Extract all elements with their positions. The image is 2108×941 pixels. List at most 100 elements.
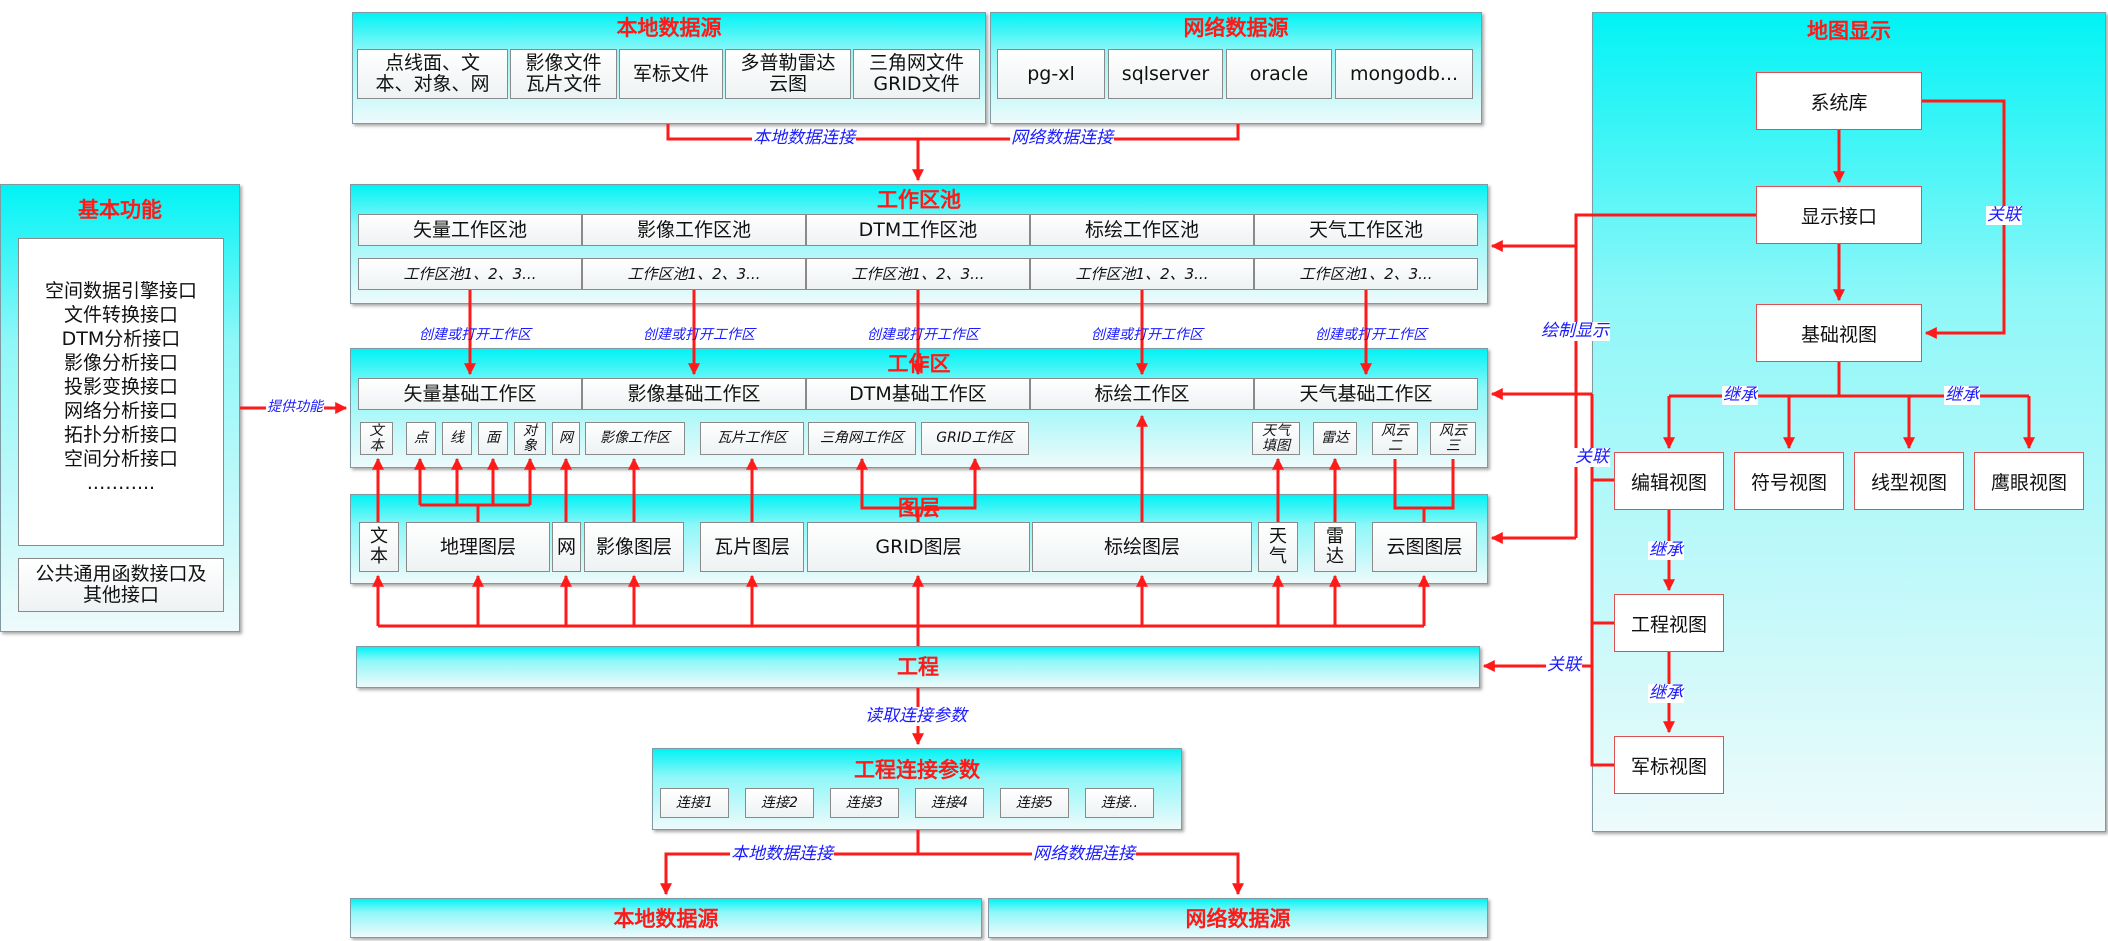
- workspace-pool-title: 工作区池: [877, 188, 961, 212]
- provide-functions-label: 提供功能: [266, 398, 324, 417]
- top-local-item-2: 影像文件 瓦片文件: [510, 49, 617, 99]
- ws-sub-line: 线: [442, 422, 472, 455]
- layer-grid: GRID图层: [807, 522, 1030, 572]
- network-item-pgxl: pg-xl: [997, 49, 1105, 99]
- common-functions-box: 公共通用函数接口及 其他接口: [18, 558, 224, 612]
- inherit-label-military-view: 继承: [1648, 683, 1684, 703]
- function-item: 拓扑分析接口: [63, 424, 178, 446]
- ws-sub-tile: 瓦片工作区: [700, 422, 804, 455]
- connection-1: 连接1: [660, 788, 729, 818]
- connection-2: 连接2: [745, 788, 814, 818]
- function-item: 网络分析接口: [63, 400, 178, 422]
- bottom-network-datasource-panel: 网络数据源: [988, 898, 1488, 938]
- draw-display-label: 绘制显示: [1540, 321, 1610, 341]
- create-open-label-3: 创建或打开工作区: [867, 327, 979, 343]
- ws-sub-object: 对 象: [514, 422, 546, 455]
- layer-cloud: 云图图层: [1372, 522, 1477, 572]
- layer-plot: 标绘图层: [1032, 522, 1252, 572]
- pool-header-plot: 标绘工作区池: [1030, 214, 1254, 246]
- read-params-label: 读取连接参数: [864, 706, 968, 726]
- top-local-item-5: 三角网文件 GRID文件: [853, 49, 980, 99]
- layer-geographic: 地理图层: [406, 522, 550, 572]
- basic-functions-list-box: 空间数据引擎接口 文件转换接口 DTM分析接口 影像分析接口 投影变换接口 网络…: [18, 238, 224, 546]
- layer-net: 网: [552, 522, 581, 572]
- ws-header-plot: 标绘工作区: [1030, 378, 1254, 410]
- function-item: 文件转换接口: [63, 304, 178, 326]
- system-library-box: 系统库: [1756, 72, 1922, 130]
- layer-text: 文 本: [359, 522, 399, 572]
- create-open-label-2: 创建或打开工作区: [643, 327, 755, 343]
- function-item: 空间数据引擎接口: [44, 280, 197, 302]
- connection-3: 连接3: [830, 788, 899, 818]
- views-relation-label: 关联: [1574, 447, 1610, 467]
- top-local-item-3: 军标文件: [619, 49, 723, 99]
- ws-header-weather: 天气基础工作区: [1254, 378, 1478, 410]
- function-item: 影像分析接口: [63, 352, 178, 374]
- pool-header-image: 影像工作区池: [582, 214, 806, 246]
- connection-5: 连接5: [1000, 788, 1069, 818]
- ws-sub-fy2: 风云 二: [1372, 422, 1418, 455]
- pool-header-vector: 矢量工作区池: [358, 214, 582, 246]
- project-relation-label: 关联: [1546, 655, 1582, 675]
- map-display-title: 地图显示: [1807, 19, 1891, 43]
- layer-image: 影像图层: [584, 522, 684, 572]
- ws-sub-polygon: 面: [478, 422, 508, 455]
- inherit-label-project-view: 继承: [1648, 540, 1684, 560]
- connection-params-title: 工程连接参数: [854, 758, 980, 782]
- bottom-network-connect-label: 网络数据连接: [1032, 844, 1136, 864]
- inherit-label-left: 继承: [1722, 385, 1758, 405]
- function-item: ..……...: [86, 472, 156, 494]
- create-open-label-5: 创建或打开工作区: [1315, 327, 1427, 343]
- pool-header-weather: 天气工作区池: [1254, 214, 1478, 246]
- display-interface-box: 显示接口: [1756, 186, 1922, 244]
- network-item-sqlserver: sqlserver: [1108, 49, 1223, 99]
- ws-header-dtm: DTM基础工作区: [806, 378, 1030, 410]
- create-open-label-1: 创建或打开工作区: [419, 327, 531, 343]
- top-network-datasource-title: 网络数据源: [1183, 16, 1289, 40]
- project-view-box: 工程视图: [1614, 594, 1724, 652]
- function-item: 投影变换接口: [63, 376, 178, 398]
- function-item: 空间分析接口: [63, 448, 178, 470]
- top-local-item-4: 多普勒雷达 云图: [725, 49, 851, 99]
- pool-sub-weather: 工作区池1、2、3...: [1254, 258, 1478, 290]
- ws-sub-fy3: 风云 三: [1430, 422, 1476, 455]
- layers-title: 图层: [898, 496, 940, 520]
- bottom-local-datasource-title: 本地数据源: [613, 907, 719, 931]
- top-local-connect-label: 本地数据连接: [752, 128, 856, 148]
- top-network-connect-label: 网络数据连接: [1010, 128, 1114, 148]
- inherit-label-right: 继承: [1944, 385, 1980, 405]
- base-view-box: 基础视图: [1756, 304, 1922, 362]
- network-item-mongodb: mongodb...: [1335, 49, 1473, 99]
- ws-sub-radar: 雷达: [1313, 422, 1357, 455]
- pool-sub-plot: 工作区池1、2、3...: [1030, 258, 1254, 290]
- connection-4: 连接4: [915, 788, 984, 818]
- map-display-panel: 地图显示: [1592, 12, 2106, 832]
- connection-more: 连接..: [1085, 788, 1154, 818]
- pool-sub-vector: 工作区池1、2、3...: [358, 258, 582, 290]
- syslib-relation-label: 关联: [1986, 205, 2022, 225]
- layer-tile: 瓦片图层: [700, 522, 804, 572]
- project-panel: 工程: [356, 646, 1480, 688]
- edit-view-box: 编辑视图: [1614, 452, 1724, 510]
- ws-sub-point: 点: [406, 422, 436, 455]
- create-open-label-4: 创建或打开工作区: [1091, 327, 1203, 343]
- function-item: DTM分析接口: [61, 328, 181, 350]
- basic-functions-list: 空间数据引擎接口 文件转换接口 DTM分析接口 影像分析接口 投影变换接口 网络…: [19, 279, 223, 495]
- project-title: 工程: [897, 655, 939, 679]
- ws-sub-tin: 三角网工作区: [808, 422, 916, 455]
- pool-sub-dtm: 工作区池1、2、3...: [806, 258, 1030, 290]
- bottom-local-datasource-panel: 本地数据源: [350, 898, 982, 938]
- ws-sub-net: 网: [552, 422, 580, 455]
- pool-header-dtm: DTM工作区池: [806, 214, 1030, 246]
- bottom-local-connect-label: 本地数据连接: [730, 844, 834, 864]
- ws-header-vector: 矢量基础工作区: [358, 378, 582, 410]
- network-item-oracle: oracle: [1226, 49, 1332, 99]
- linetype-view-box: 线型视图: [1854, 452, 1964, 510]
- eagle-eye-view-box: 鹰眼视图: [1974, 452, 2084, 510]
- military-view-box: 军标视图: [1614, 736, 1724, 794]
- ws-sub-grid: GRID工作区: [921, 422, 1029, 455]
- ws-sub-text: 文 本: [360, 422, 393, 455]
- layer-radar: 雷 达: [1314, 522, 1356, 572]
- basic-functions-title: 基本功能: [78, 198, 162, 222]
